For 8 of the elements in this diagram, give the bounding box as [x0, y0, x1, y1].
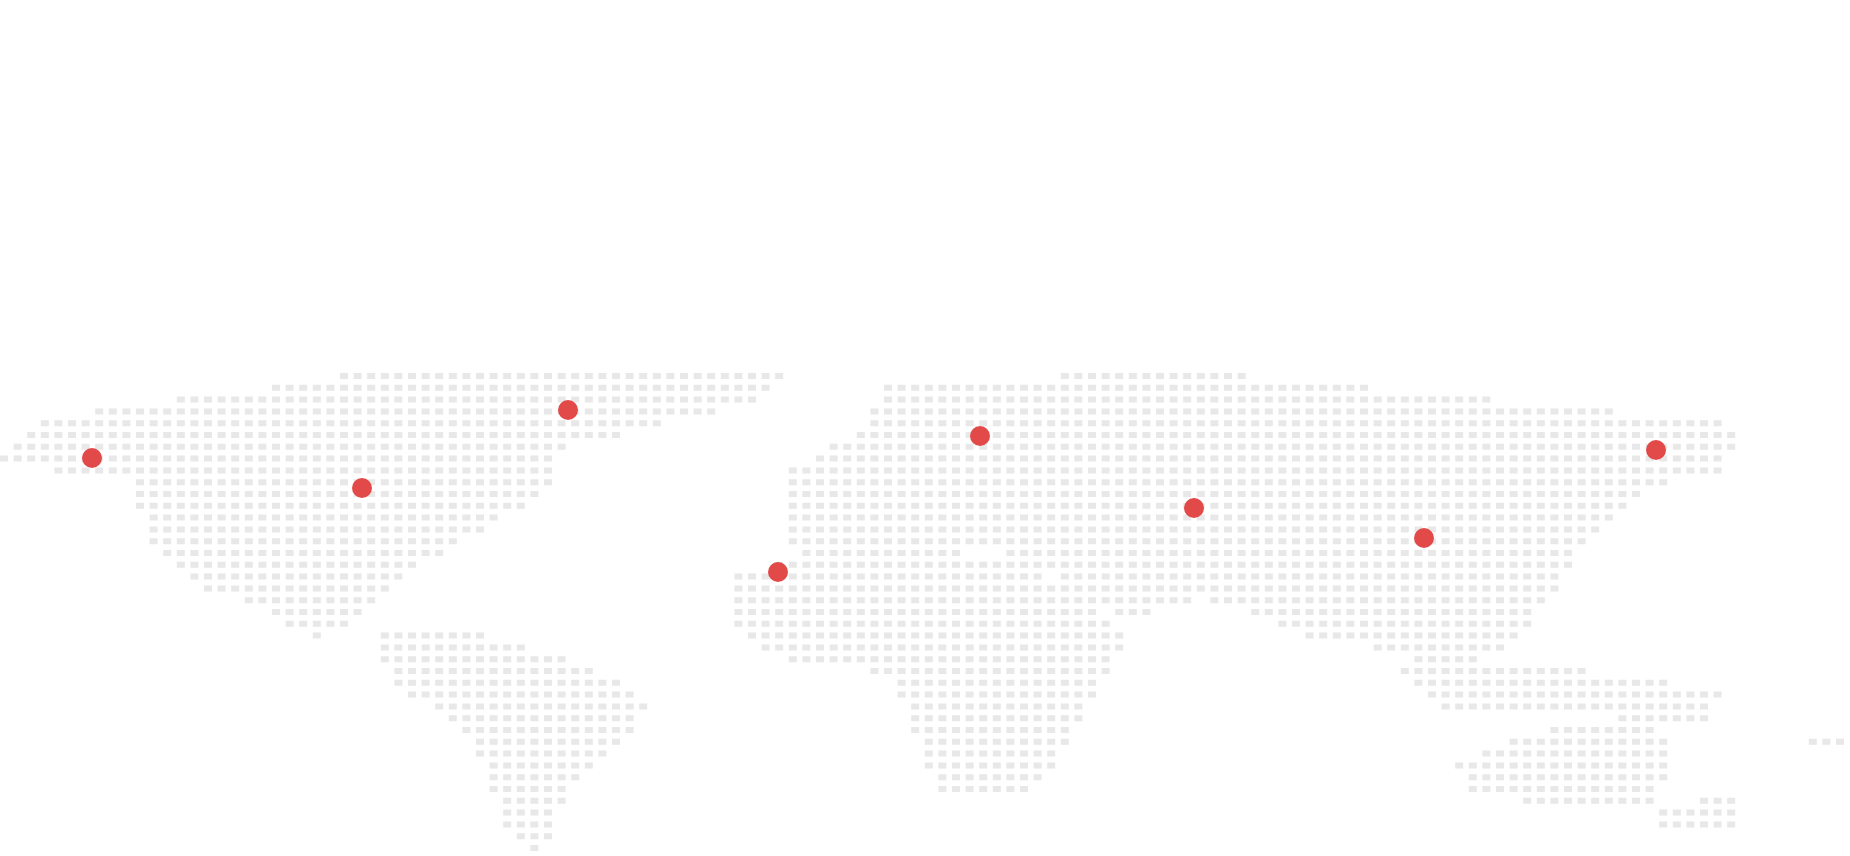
location-marker [768, 562, 788, 582]
location-marker [82, 448, 102, 468]
location-marker [1414, 528, 1434, 548]
location-marker [558, 400, 578, 420]
location-marker [1646, 440, 1666, 460]
location-marker [1184, 498, 1204, 518]
location-marker [352, 478, 372, 498]
location-marker [970, 426, 990, 446]
